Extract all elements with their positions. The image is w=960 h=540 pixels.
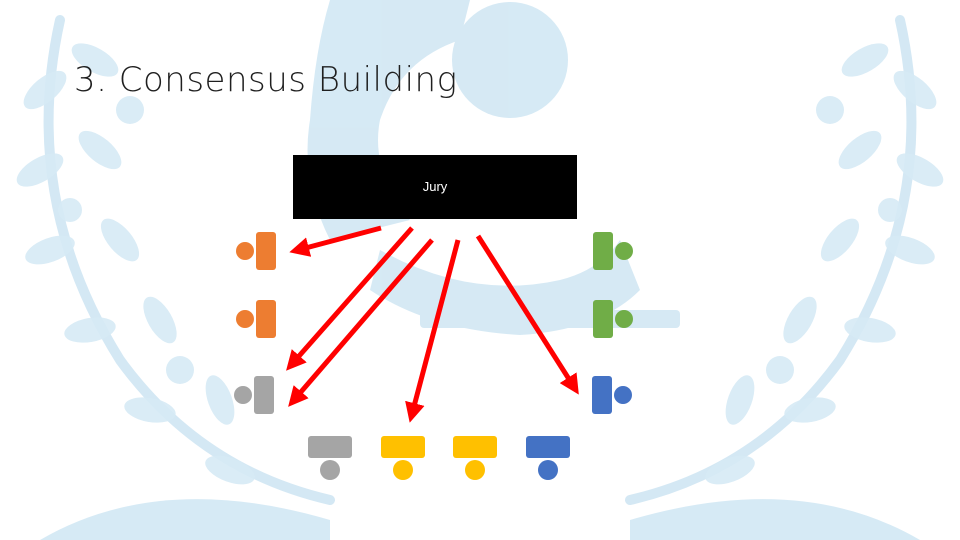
member-right-green-2: [593, 300, 635, 340]
member-left-orange-1: [236, 232, 278, 272]
member-block: [453, 436, 497, 458]
member-dot: [320, 460, 340, 480]
member-dot: [538, 460, 558, 480]
arrow-to-right-blue: [475, 234, 579, 395]
member-block: [381, 436, 425, 458]
member-bottom-gray: [308, 436, 352, 482]
member-left-orange-2: [236, 300, 278, 340]
arrow-to-left-top: [289, 225, 382, 257]
member-bottom-yellow-2: [453, 436, 497, 482]
member-block: [256, 232, 276, 270]
member-bottom-yellow-1: [381, 436, 425, 482]
member-dot: [615, 310, 633, 328]
member-block: [308, 436, 352, 458]
member-block: [593, 300, 613, 338]
member-right-blue: [592, 376, 634, 416]
member-dot: [236, 310, 254, 328]
slide-title: 3. Consensus Building: [74, 60, 458, 100]
member-dot: [465, 460, 485, 480]
arrow-to-left-bottom: [288, 238, 434, 407]
member-dot: [614, 386, 632, 404]
member-dot: [236, 242, 254, 260]
member-left-gray: [234, 376, 276, 416]
member-block: [256, 300, 276, 338]
jury-label: Jury: [422, 179, 448, 194]
member-block: [254, 376, 274, 414]
arrow-to-bottom-yellow: [405, 239, 461, 423]
member-block: [593, 232, 613, 270]
jury-box: Jury: [293, 155, 577, 219]
arrow-to-left-middle: [286, 226, 414, 371]
member-bottom-blue: [526, 436, 570, 482]
member-block: [592, 376, 612, 414]
member-dot: [393, 460, 413, 480]
member-block: [526, 436, 570, 458]
member-dot: [615, 242, 633, 260]
member-dot: [234, 386, 252, 404]
member-right-green-1: [593, 232, 635, 272]
